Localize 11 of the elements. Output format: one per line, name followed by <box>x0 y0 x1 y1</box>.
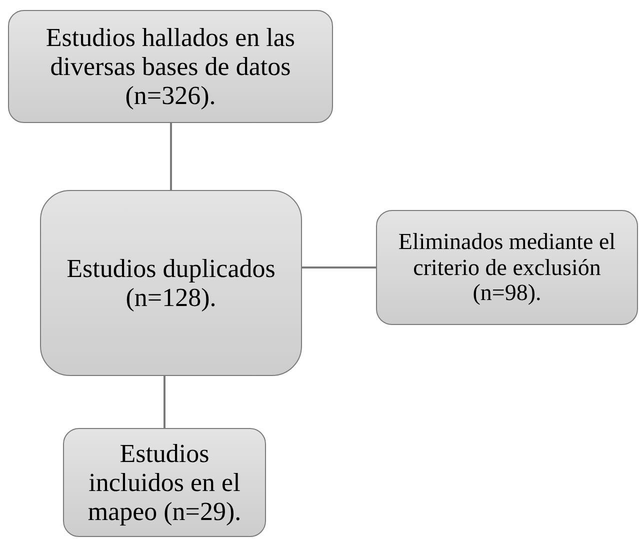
connector-line <box>164 376 166 428</box>
box-text: Estudios duplicados (n=128). <box>66 254 276 312</box>
box-text: Estudios incluidos en el mapeo (n=29). <box>86 438 242 526</box>
process-box <box>40 190 302 376</box>
connector-line <box>170 123 172 190</box>
box-text: Estudios hallados en las diversas bases de datos (n=326). <box>44 22 296 110</box>
connector-line <box>302 266 376 268</box>
process-box <box>376 210 638 325</box>
process-box <box>63 428 266 537</box>
process-box <box>8 10 333 123</box>
box-text: Eliminados mediante el criterio de exclusión (n=98). <box>397 228 617 306</box>
